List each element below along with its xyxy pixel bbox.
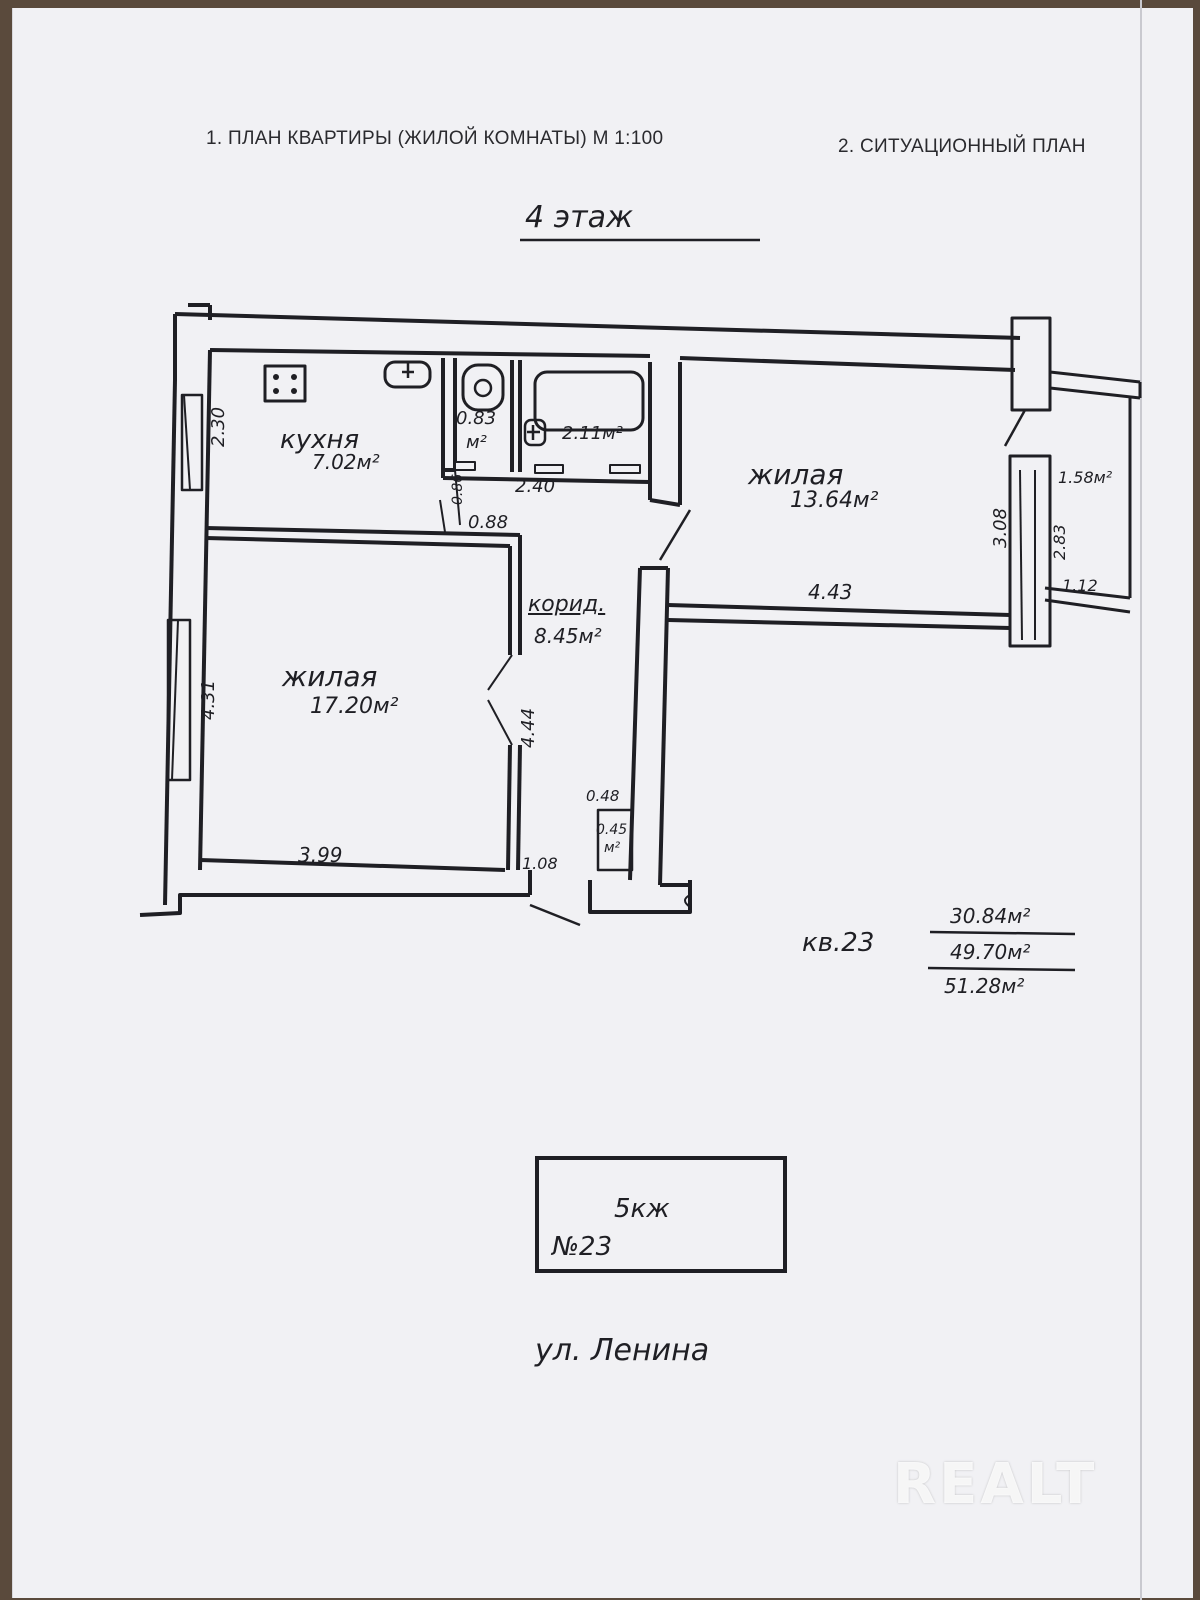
building-type: 5кж	[614, 1194, 670, 1224]
bathtub	[533, 370, 645, 432]
kitchen-partition	[205, 526, 521, 537]
balcony-rail-top	[1049, 370, 1141, 384]
dim-3-99: 3.99	[298, 843, 343, 867]
inner-left-wall	[198, 349, 212, 871]
bath-sink	[523, 418, 547, 447]
bath-bottom-wall	[442, 476, 651, 484]
right-pier-top	[1010, 316, 1052, 412]
living-left-name: жилая	[282, 660, 378, 693]
living-right-name: жилая	[748, 458, 844, 491]
wc-area: 0.83	[456, 408, 497, 429]
dim-1-08: 1.08	[522, 854, 558, 873]
left-living-east-wall	[506, 744, 512, 871]
situation-plan-heading: 2. СИТУАЦИОННЫЙ ПЛАН	[838, 136, 1086, 157]
realt-watermark: REALT	[893, 1452, 1098, 1517]
dim-0-88: 0.88	[468, 512, 509, 533]
dim-4-31: 4.31	[198, 679, 219, 720]
corridor-name: корид.	[528, 592, 606, 617]
kitchen-area: 7.02м²	[312, 450, 380, 474]
closet-area: 0.45	[596, 822, 628, 838]
bath-area: 2.11м²	[562, 423, 623, 444]
dim-2-30: 2.30	[208, 406, 229, 447]
dim-2-83: 2.83	[1050, 524, 1069, 560]
closet-area-unit: м²	[604, 840, 621, 856]
inner-top-wall-left	[209, 348, 651, 358]
dim-0-48: 0.48	[586, 787, 620, 805]
outer-top-wall	[174, 312, 1021, 340]
dim-4-44: 4.44	[518, 707, 539, 748]
dim-1-12: 1.12	[1062, 576, 1098, 595]
plan-heading: 1. ПЛАН КВАРТИРЫ (ЖИЛОЙ КОМНАТЫ) М 1:100	[206, 128, 664, 149]
outer-left-wall	[163, 379, 177, 906]
balcony-area: 1.58м²	[1058, 468, 1113, 487]
corridor-area: 8.45м²	[534, 624, 602, 648]
fraction-line-2	[927, 966, 1076, 972]
kitchen-stove	[263, 364, 307, 403]
dim-3-08: 3.08	[990, 507, 1011, 548]
outer-bottom-wall	[139, 893, 530, 917]
floor-label: 4 этаж	[525, 200, 633, 235]
inner-top-wall-right	[679, 356, 1016, 372]
total-area-with-balcony: 51.28м²	[944, 974, 1025, 998]
living-right-area: 13.64м²	[790, 488, 879, 513]
kitchen-name: кухня	[280, 425, 360, 455]
building-number: №23	[552, 1232, 613, 1262]
closet	[596, 808, 634, 872]
living-left-window	[166, 618, 192, 782]
document-sheet	[12, 8, 1193, 1598]
living-left-area: 17.20м²	[310, 694, 399, 719]
wc-area-unit: м²	[466, 432, 487, 453]
page-fold	[1140, 0, 1142, 1600]
living-right-south-wall	[667, 603, 1011, 617]
dim-0-86: 0.86	[450, 473, 466, 505]
total-area: 49.70м²	[950, 940, 1031, 964]
toilet	[461, 363, 505, 412]
fraction-line-1	[929, 930, 1076, 936]
dim-2-40: 2.40	[515, 476, 556, 497]
kitchen-window	[180, 393, 204, 492]
inner-bottom-wall	[199, 858, 506, 872]
apartment-number: кв.23	[802, 928, 875, 958]
site-plan-building	[535, 1156, 787, 1273]
living-area-total: 30.84м²	[950, 904, 1031, 928]
right-pier-balcony-door	[1008, 454, 1052, 648]
dim-4-43: 4.43	[808, 580, 853, 604]
street-name: ул. Ленина	[535, 1333, 710, 1368]
